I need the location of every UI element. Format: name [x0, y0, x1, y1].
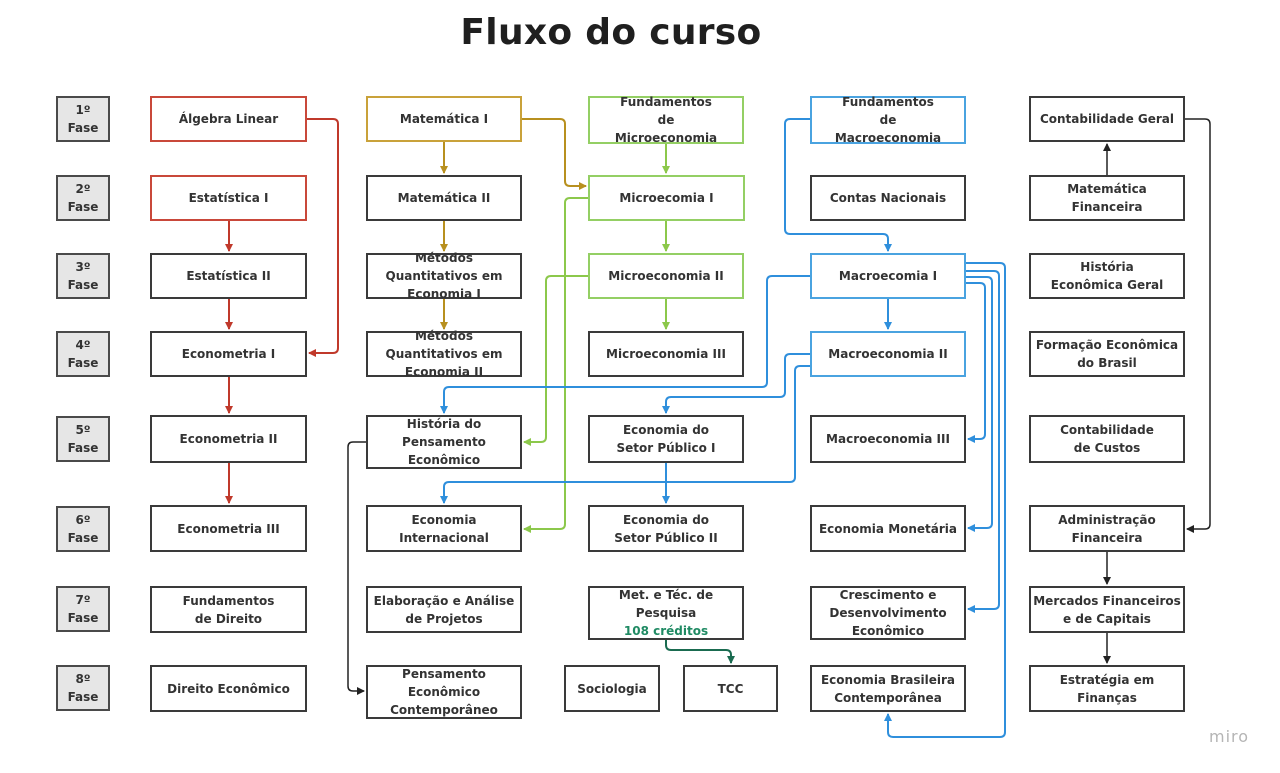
- phase-8-label: 8º Fase: [56, 665, 110, 711]
- phase-3-label: 3º Fase: [56, 253, 110, 299]
- credits-badge: 108 créditos: [623, 624, 709, 638]
- course-sociologia[interactable]: Sociologia: [564, 665, 660, 712]
- phase-6-label: 6º Fase: [56, 506, 110, 552]
- arrow-historia-to-pensamento: [347, 441, 366, 695]
- arrow-metpesquisa-to-tcc: [665, 640, 735, 664]
- arrow-mat1-to-micro1: [522, 118, 587, 190]
- course-matematica-1[interactable]: Matemática I: [366, 96, 522, 142]
- phase-7-label: 7º Fase: [56, 586, 110, 632]
- course-fundamentos-direito[interactable]: Fundamentos de Direito: [150, 586, 307, 633]
- arrow-algebra-to-econometria1: [307, 118, 339, 357]
- course-tcc[interactable]: TCC: [683, 665, 778, 712]
- course-historia-pensamento[interactable]: História do Pensamento Econômico: [366, 415, 522, 469]
- phase-5-label: 5º Fase: [56, 416, 110, 462]
- course-fundamentos-macro[interactable]: Fundamentos de Macroeconomia: [810, 95, 966, 145]
- course-estrategia-financas[interactable]: Estratégia em Finanças: [1029, 665, 1185, 712]
- course-economia-monetaria[interactable]: Economia Monetária: [810, 505, 966, 552]
- course-economia-brasileira[interactable]: Economia Brasileira Contemporânea: [810, 665, 966, 712]
- arrow-micro2-to-historia: [523, 275, 588, 446]
- course-matematica-2[interactable]: Matemática II: [366, 175, 522, 221]
- diagram-title: Fluxo do curso: [460, 12, 762, 53]
- course-matematica-financeira[interactable]: Matemática Financeira: [1029, 175, 1185, 221]
- phase-1-label: 1º Fase: [56, 96, 110, 142]
- course-historia-economica[interactable]: História Econômica Geral: [1029, 253, 1185, 299]
- arrow-macro1-to-monetaria: [966, 276, 993, 532]
- arrow-micro1-to-econinternacional: [523, 197, 588, 533]
- course-administracao-financeira[interactable]: Administração Financeira: [1029, 505, 1185, 552]
- course-macroeconomia-2[interactable]: Macroeconomia II: [810, 331, 966, 377]
- arrow-macro2-to-setorpublico1: [662, 353, 810, 414]
- arrow-fundmacro-to-macro1: [784, 118, 892, 252]
- arrow-macro1-to-historia: [440, 275, 810, 414]
- course-crescimento-desenvolvimento[interactable]: Crescimento e Desenvolvimento Econômico: [810, 586, 966, 640]
- course-macroeconomia-1[interactable]: Macroecomia I: [810, 253, 966, 299]
- course-estatistica-2[interactable]: Estatística II: [150, 253, 307, 299]
- course-algebra-linear[interactable]: Álgebra Linear: [150, 96, 307, 142]
- phase-2-label: 2º Fase: [56, 175, 110, 221]
- course-met-tec-pesquisa[interactable]: Met. e Téc. de Pesquisa 108 créditos: [588, 586, 744, 640]
- course-econometria-2[interactable]: Econometria II: [150, 415, 307, 463]
- course-direito-economico[interactable]: Direito Econômico: [150, 665, 307, 712]
- course-macroeconomia-3[interactable]: Macroeconomia III: [810, 415, 966, 463]
- course-microeconomia-1[interactable]: Microecomia I: [588, 175, 745, 221]
- course-estatistica-1[interactable]: Estatística I: [150, 175, 307, 221]
- course-contabilidade-custos[interactable]: Contabilidade de Custos: [1029, 415, 1185, 463]
- course-economia-internacional[interactable]: Economia Internacional: [366, 505, 522, 552]
- arrow-macro1-to-brasileira: [884, 262, 1006, 738]
- course-elaboracao-projetos[interactable]: Elaboração e Análise de Projetos: [366, 586, 522, 633]
- arrow-macro1-to-crescimento: [966, 270, 1000, 613]
- phase-4-label: 4º Fase: [56, 331, 110, 377]
- course-fundamentos-micro[interactable]: Fundamentos de Microeconomia: [588, 95, 744, 145]
- course-metodos-quantitativos-2[interactable]: Métodos Quantitativos em Economia II: [366, 329, 522, 379]
- course-met-tec-pesquisa-label: Met. e Téc. de Pesquisa: [618, 588, 714, 620]
- course-formacao-economica[interactable]: Formação Econômica do Brasil: [1029, 331, 1185, 377]
- course-setor-publico-2[interactable]: Economia do Setor Público II: [588, 505, 744, 552]
- miro-watermark: miro: [1209, 727, 1250, 746]
- course-econometria-1[interactable]: Econometria I: [150, 331, 307, 377]
- course-contabilidade-geral[interactable]: Contabilidade Geral: [1029, 96, 1185, 142]
- course-microeconomia-3[interactable]: Microeconomia III: [588, 331, 744, 377]
- course-metodos-quantitativos-1[interactable]: Métodos Quantitativos em Economia I: [366, 251, 522, 301]
- course-pensamento-contemporaneo[interactable]: Pensamento Econômico Contemporâneo: [366, 665, 522, 719]
- course-econometria-3[interactable]: Econometria III: [150, 505, 307, 552]
- course-setor-publico-1[interactable]: Economia do Setor Público I: [588, 415, 744, 463]
- course-contas-nacionais[interactable]: Contas Nacionais: [810, 175, 966, 221]
- arrow-contgeral-to-admfin: [1185, 118, 1211, 533]
- course-mercados-financeiros[interactable]: Mercados Financeiros e de Capitais: [1029, 586, 1185, 633]
- arrow-macro2-to-econinternacional: [440, 365, 810, 504]
- arrow-macro1-to-macro3: [966, 282, 986, 443]
- course-microeconomia-2[interactable]: Microeconomia II: [588, 253, 744, 299]
